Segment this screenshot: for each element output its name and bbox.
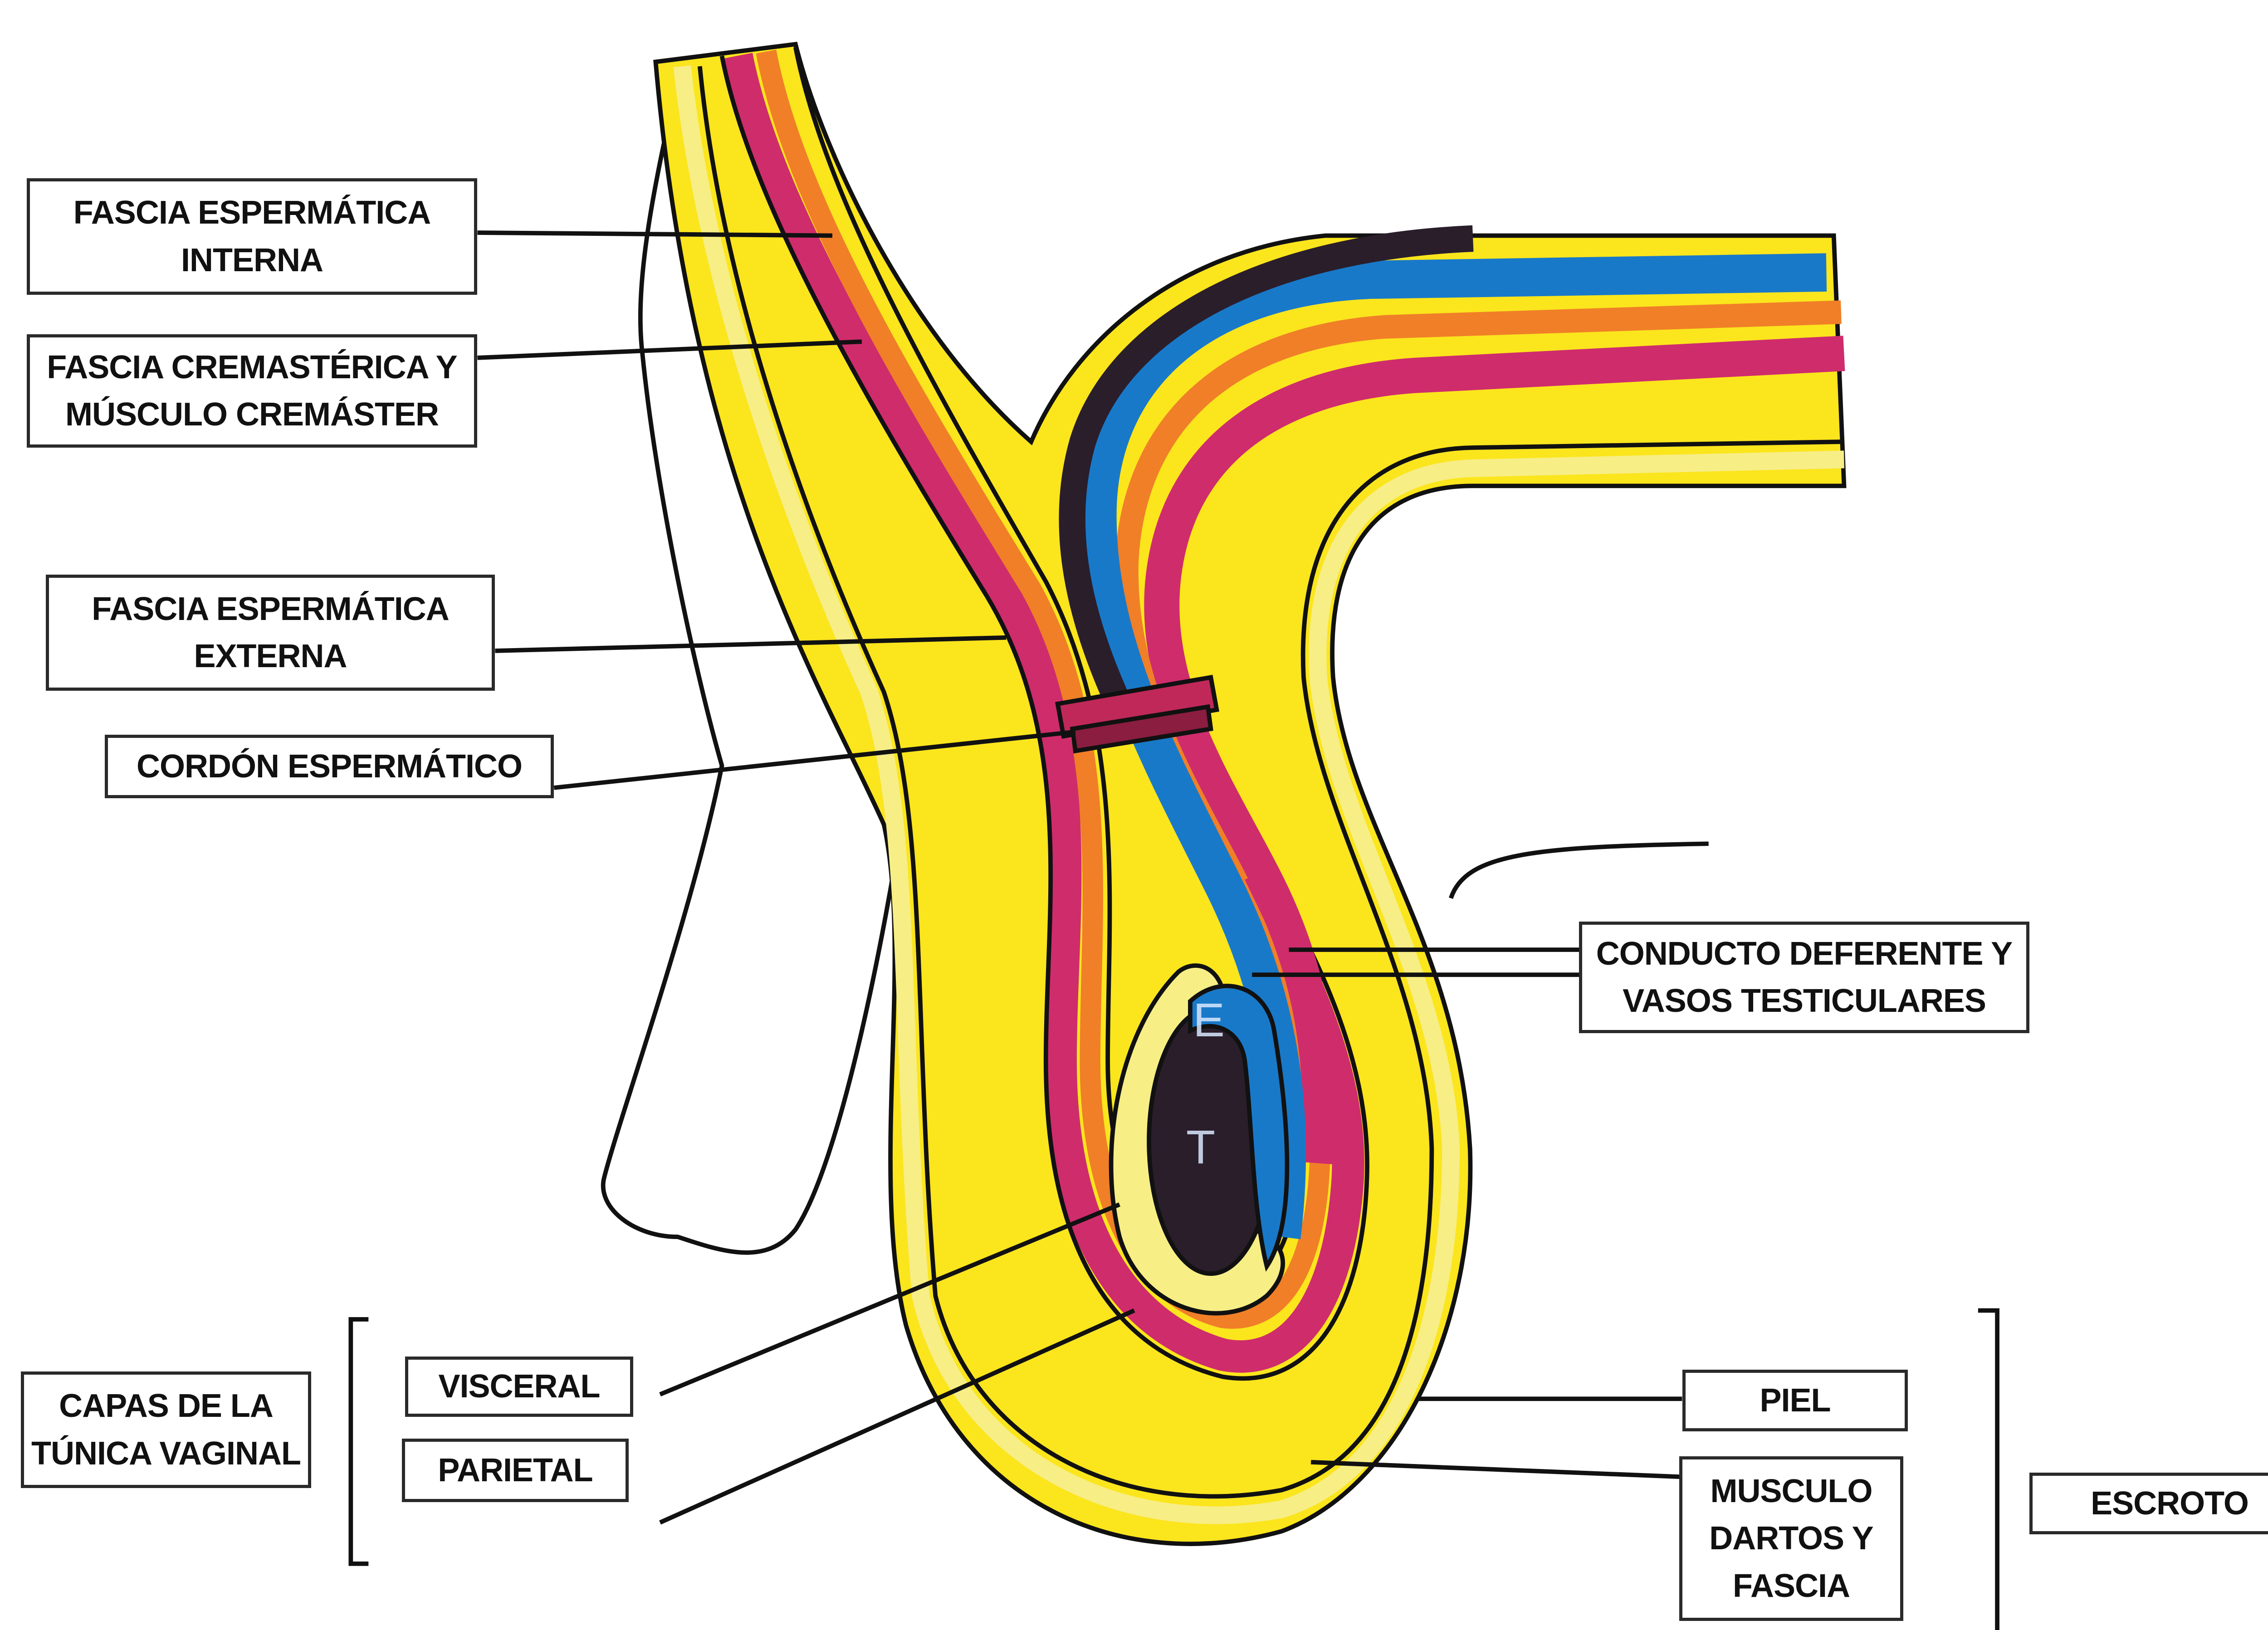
label-conducto-deferente: CONDUCTO DEFERENTE Y VASOS TESTICULARES — [1579, 922, 2029, 1033]
skin-flourish — [1451, 844, 1709, 898]
label-fascia-cremasterica: FASCIA CREMASTÉRICA Y MÚSCULO CREMÁSTER — [27, 334, 477, 448]
label-visceral: VISCERAL — [405, 1357, 633, 1417]
label-fascia-espermatica-interna: FASCIA ESPERMÁTICA INTERNA — [27, 178, 477, 295]
scrotum-bracket — [1978, 1310, 1997, 1630]
label-escroto: ESCROTO — [2029, 1473, 2268, 1534]
label-cordon-espermatico: CORDÓN ESPERMÁTICO — [105, 735, 554, 798]
epididymis-letter: E — [1193, 993, 1225, 1048]
label-fascia-espermatica-externa: FASCIA ESPERMÁTICA EXTERNA — [46, 575, 495, 691]
label-musculo-dartos: MUSCULO DARTOS Y FASCIA — [1679, 1456, 1903, 1621]
label-capas-tunica-vaginal: CAPAS DE LA TÚNICA VAGINAL — [21, 1371, 311, 1488]
label-piel: PIEL — [1682, 1370, 1908, 1431]
testis-letter: T — [1186, 1120, 1215, 1175]
tunica-bracket — [351, 1319, 368, 1564]
label-parietal: PARIETAL — [402, 1439, 629, 1502]
